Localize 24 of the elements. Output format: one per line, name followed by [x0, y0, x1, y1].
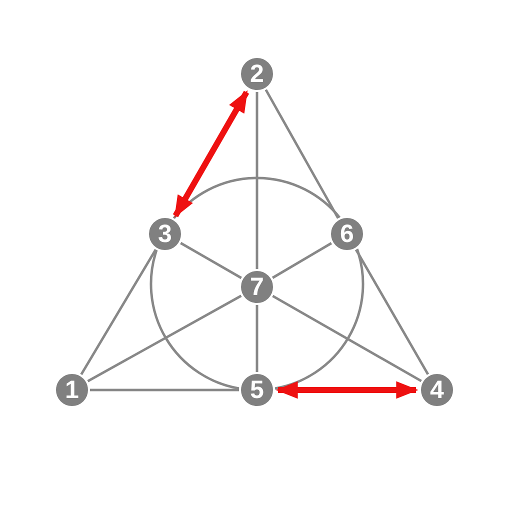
double-arrow: [276, 381, 418, 399]
line: [172, 176, 341, 220]
line: [80, 248, 157, 376]
double-arrow: [172, 90, 250, 218]
point-number: 7: [250, 274, 264, 300]
line: [180, 242, 242, 280]
line: [256, 305, 258, 372]
point-circle: [147, 216, 183, 252]
line: [150, 250, 240, 390]
point-number: 2: [250, 62, 264, 86]
line: [274, 248, 364, 390]
line: [87, 294, 242, 382]
line: [90, 388, 239, 392]
point-circle: [329, 216, 365, 252]
line: [272, 242, 332, 279]
point-number: 1: [65, 378, 79, 402]
line: [256, 92, 258, 269]
line: [272, 294, 422, 382]
line: [354, 248, 430, 376]
point-number: 3: [158, 222, 172, 246]
point-number: 4: [430, 378, 444, 402]
line: [264, 89, 340, 219]
point-number: 6: [340, 222, 354, 246]
point-number: 5: [250, 378, 264, 402]
